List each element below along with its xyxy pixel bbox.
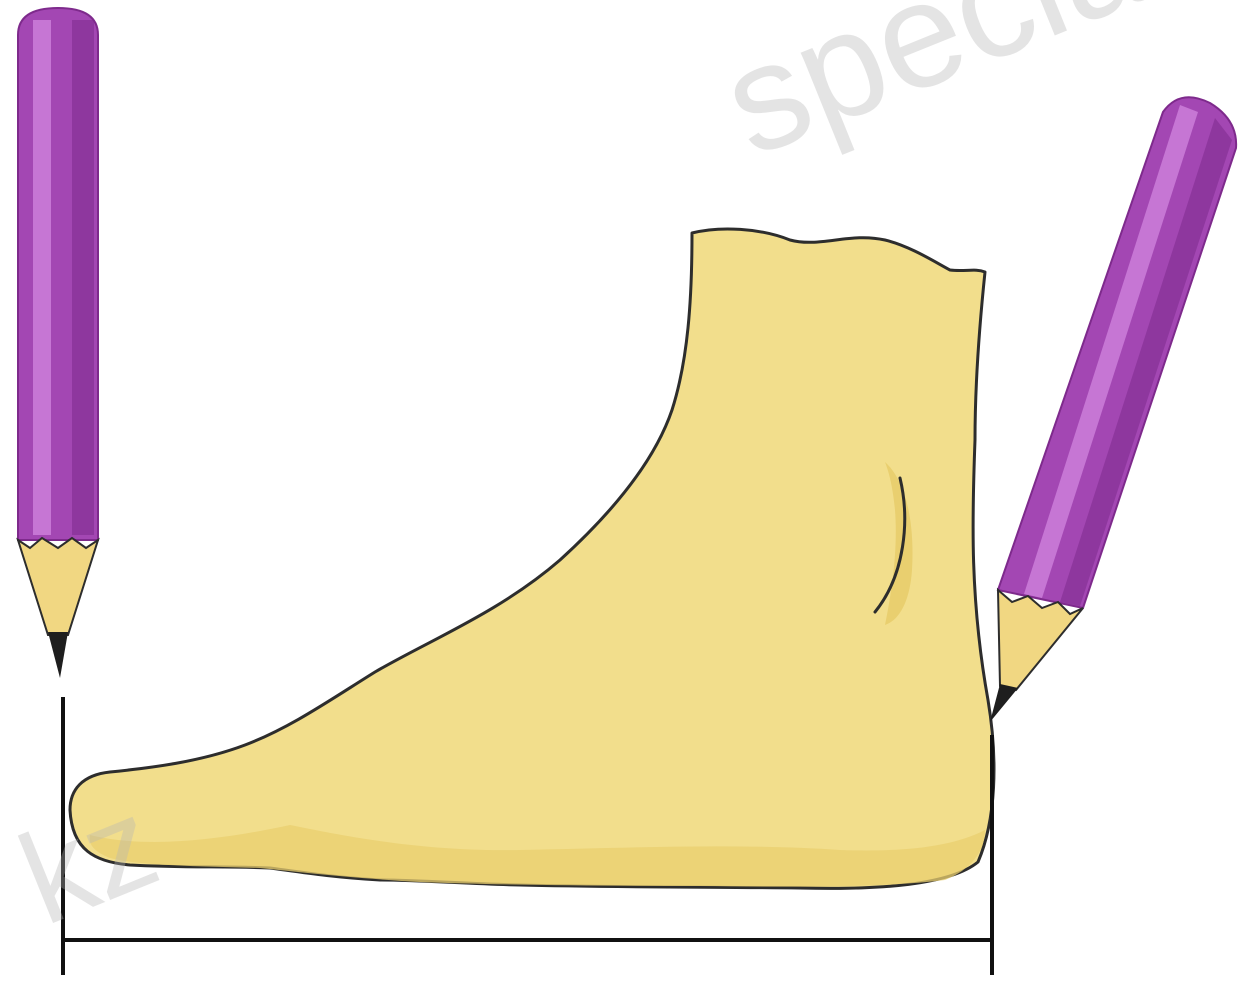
left-pencil-shadow [72, 20, 94, 535]
left-pencil-wood [18, 538, 98, 635]
foot-icon [70, 229, 994, 888]
foot-shape [70, 229, 994, 888]
right-pencil-lead [990, 684, 1018, 722]
left-pencil-lead [48, 632, 68, 678]
pencil-icon [18, 8, 98, 678]
left-pencil-stripe [33, 20, 51, 535]
pencil-icon [990, 97, 1236, 722]
